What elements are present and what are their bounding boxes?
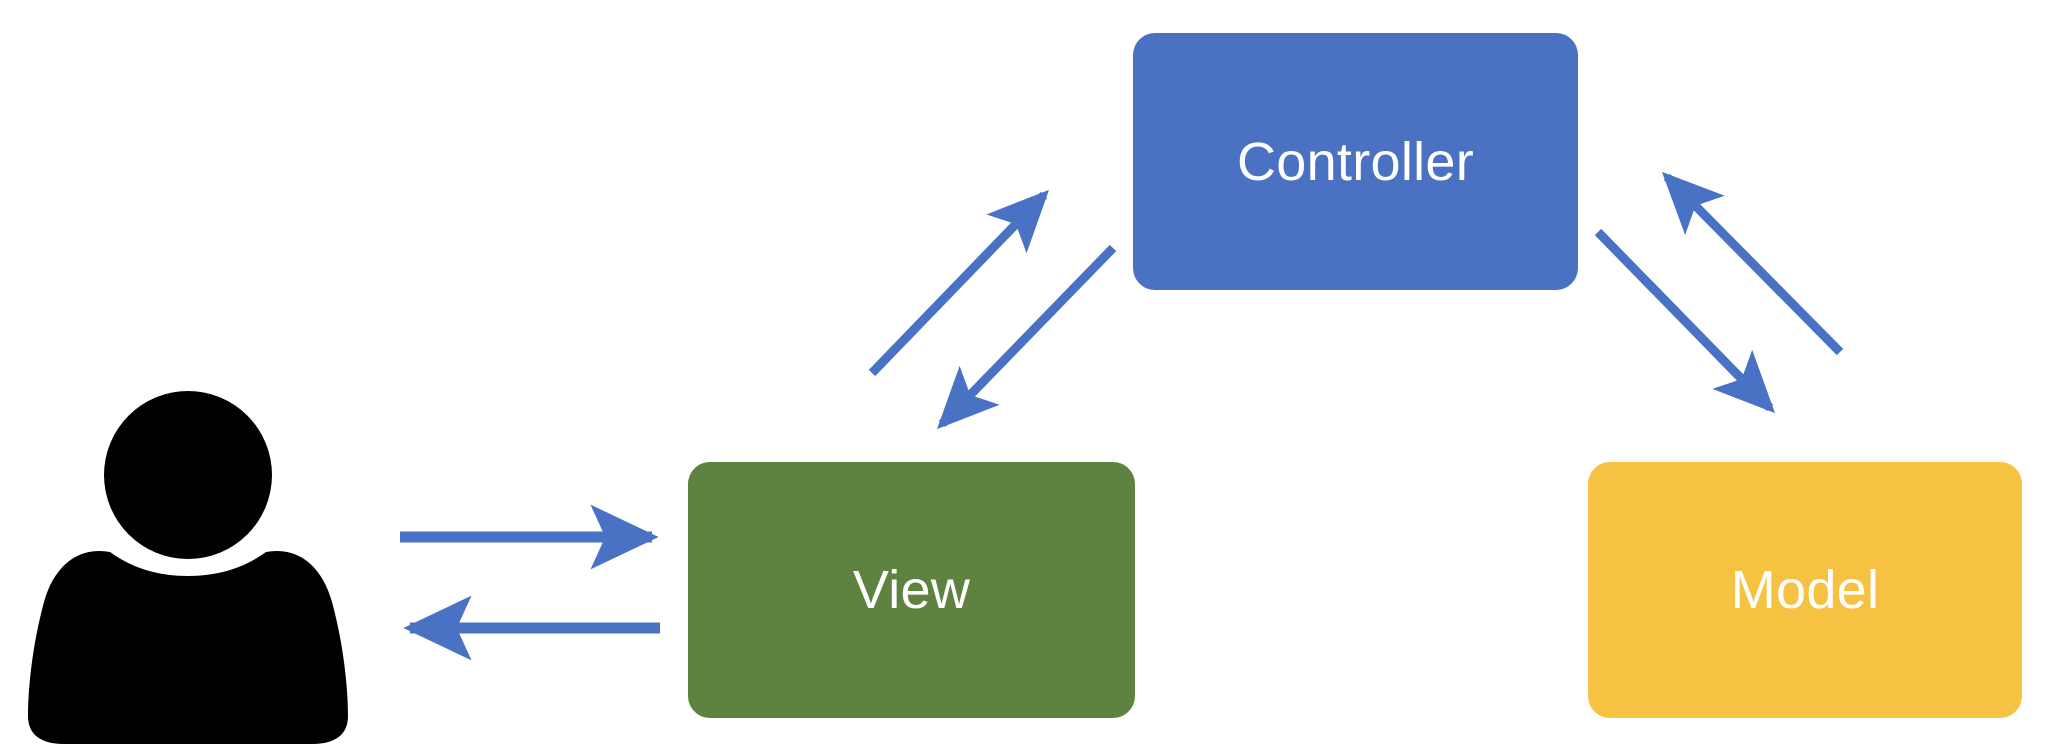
actor-user[interactable] (20, 370, 360, 744)
node-model-label: Model (1730, 560, 1880, 620)
node-model[interactable]: Model (1588, 462, 2022, 718)
edge-view-to-controller (868, 189, 1050, 377)
edge-model-to-controller (1661, 171, 1844, 356)
node-view[interactable]: View (688, 462, 1135, 718)
node-controller[interactable]: Controller (1133, 33, 1578, 290)
edge-controller-to-view (936, 244, 1117, 430)
node-controller-label: Controller (1236, 131, 1475, 192)
edge-controller-to-model (1594, 228, 1776, 414)
person-icon (28, 391, 348, 744)
node-view-label: View (852, 560, 971, 620)
